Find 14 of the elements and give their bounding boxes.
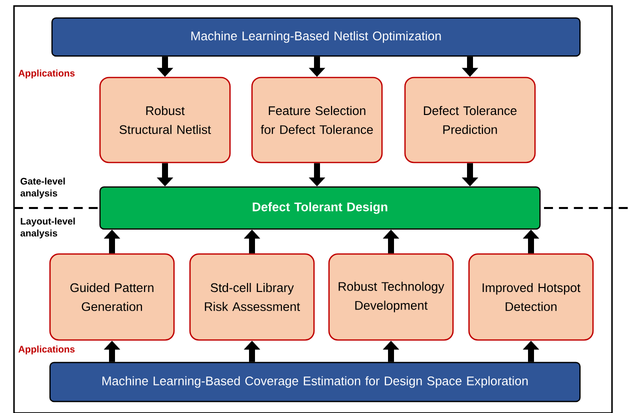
method-banner: Machine Learning-Based Netlist Optimization <box>51 17 581 57</box>
application-box: Defect Tolerance Prediction <box>404 76 536 164</box>
annotation: Applications <box>18 346 75 354</box>
annotation: Applications <box>18 70 75 78</box>
method-banner: Machine Learning-Based Coverage Estimation for Design Space Exploration <box>49 362 581 402</box>
design-bar: Defect Tolerant Design <box>99 186 541 230</box>
application-box: Robust Structural Netlist <box>99 76 231 164</box>
application-box: Robust Technology Development <box>328 253 454 341</box>
application-box: Std-cell Library Risk Assessment <box>189 253 315 341</box>
annotation: Layout-level analysis <box>20 218 75 238</box>
application-box: Guided Pattern Generation <box>49 253 175 341</box>
application-box: Improved Hotspot Detection <box>468 253 594 341</box>
annotation: Gate-level analysis <box>20 178 65 198</box>
application-box: Feature Selection for Defect Tolerance <box>251 76 383 164</box>
